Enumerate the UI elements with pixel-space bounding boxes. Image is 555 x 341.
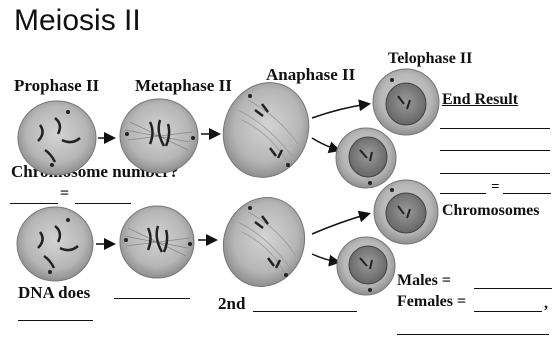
telophase-cell-top-1 [373, 69, 439, 135]
telophase-cell-bottom-1 [374, 180, 438, 244]
metaphase-cell-bottom [120, 206, 194, 278]
arrow-icon [312, 138, 338, 150]
telophase-cell-top-2 [336, 128, 396, 188]
anaphase-cell-top [210, 71, 322, 190]
metaphase-cell-top [120, 99, 198, 173]
arrow-icon [312, 214, 368, 234]
arrow-icon [312, 104, 368, 118]
anaphase-cell-bottom [211, 186, 317, 298]
arrow-icon [312, 254, 338, 262]
prophase-cell-top [18, 101, 96, 175]
telophase-cell-bottom-2 [337, 237, 395, 295]
prophase-cell-bottom [17, 207, 93, 281]
